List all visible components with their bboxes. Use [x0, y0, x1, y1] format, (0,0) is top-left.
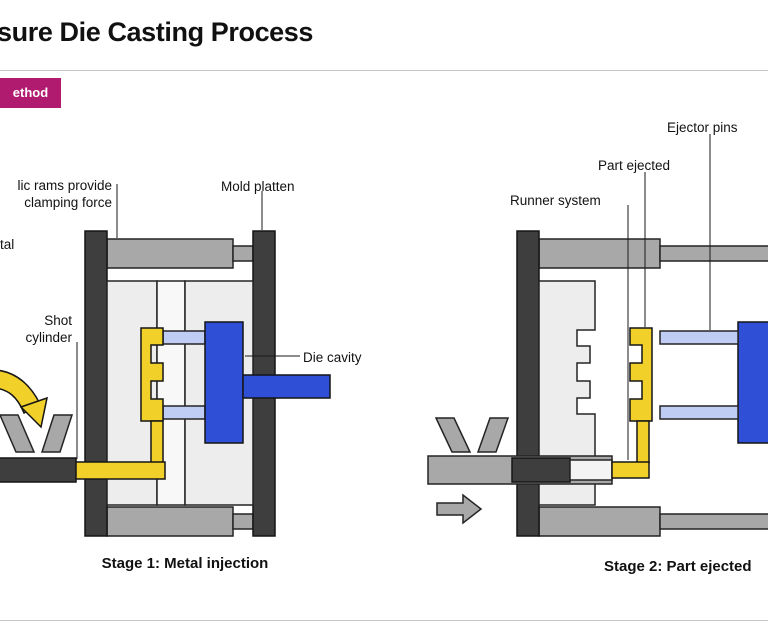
ejector-pins-label: Ejector pins: [667, 120, 738, 135]
top-divider: [0, 70, 768, 71]
shot-cylinder-label-line2: cylinder: [25, 330, 72, 346]
stage2-ejector-plate-bottom: [659, 405, 739, 420]
hydraulic-rams-label-line1: lic rams provide: [17, 178, 112, 193]
stage1-caption: Stage 1: Metal injection: [101, 555, 269, 572]
stage1-die-cavity-block: [204, 321, 244, 444]
stage1-machine: [0, 230, 331, 537]
stage2-machine: [427, 230, 768, 537]
stage2-fixed-platen: [516, 230, 540, 537]
stage1-plunger: [0, 457, 77, 483]
stage2-bottom-clamp-ram: [538, 506, 661, 537]
shot-cylinder-label-line1: Shot: [44, 313, 72, 328]
stage2-runner-channel: [636, 420, 650, 464]
stage1-die-insert-top: [162, 330, 206, 345]
shot-cylinder-label: Shot cylinder: [0, 312, 72, 347]
bottom-divider: [0, 620, 768, 621]
stage2-biscuit: [569, 459, 613, 481]
page-title: sure Die Casting Process: [0, 17, 314, 47]
stage1-pour-funnel-left: [0, 414, 36, 453]
stage2-pour-funnel-left: [434, 417, 472, 453]
part-ejected-label: Part ejected: [598, 158, 671, 173]
stage2-ejector-plate-top: [659, 330, 739, 345]
molten-metal-label: tal: [0, 237, 15, 252]
stage1-bottom-ram-rod: [232, 513, 254, 530]
stage2-ejected-part: [629, 327, 653, 422]
hydraulic-rams-label: lic rams provide clamping force: [0, 177, 112, 212]
stage2-caption: Stage 2: Part ejected: [604, 558, 752, 575]
stage2-runner-horizontal: [611, 461, 650, 479]
stage1-top-ram-rod: [232, 245, 254, 262]
stage2-mold-half: [538, 280, 596, 506]
stage1-left-platen: [84, 230, 108, 537]
stage2-top-ram-rod: [659, 245, 768, 262]
mold-platten-label: Mold platten: [221, 179, 295, 194]
stage1-runner-channel: [150, 420, 164, 464]
hydraulic-rams-label-line2: clamping force: [24, 195, 112, 211]
stage1-die-core-bar: [242, 374, 331, 399]
stage1-cast-part: [140, 327, 164, 422]
molten-metal-arrowhead-icon: [19, 396, 49, 429]
stage2-direction-arrow-icon: [436, 493, 483, 525]
pointer-lines: [76, 134, 711, 460]
method-badge: ethod: [0, 78, 61, 108]
stage2-die-cavity-block: [737, 321, 768, 444]
stage1-shot-sleeve-metal: [74, 461, 166, 480]
stage2-bottom-ram-rod: [659, 513, 768, 530]
runner-system-label: Runner system: [510, 193, 601, 208]
stage1-die-insert-bottom: [162, 405, 206, 420]
stage1-bottom-clamp-ram: [106, 506, 234, 537]
stage2-plunger: [511, 457, 571, 483]
stage2-top-clamp-ram: [538, 238, 661, 269]
stage1-pour-funnel-right: [40, 414, 74, 453]
stage2-pour-funnel-right: [476, 417, 510, 453]
molten-metal-stream-arrow: [0, 369, 41, 415]
stage1-top-clamp-ram: [106, 238, 234, 269]
die-cavity-label: Die cavity: [303, 350, 362, 365]
